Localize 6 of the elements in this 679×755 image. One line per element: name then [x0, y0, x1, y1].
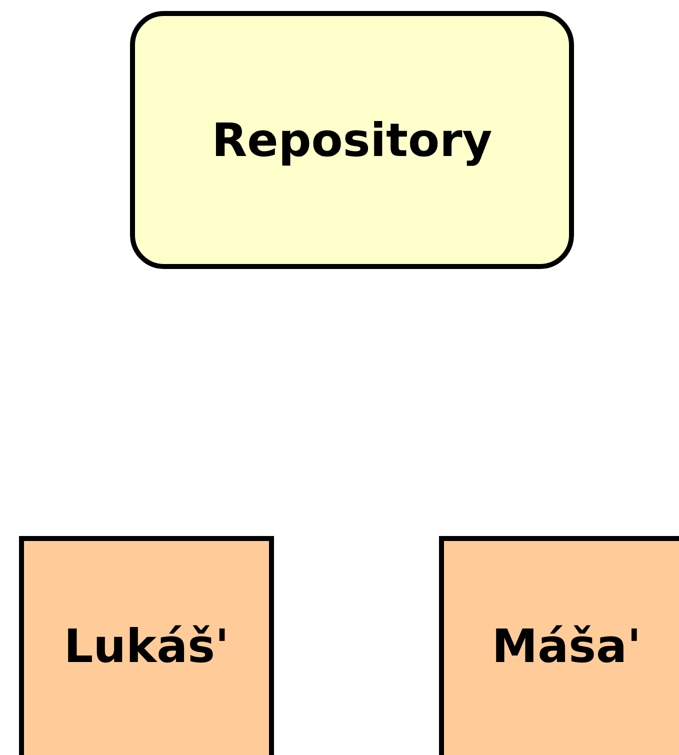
square-box: [439, 536, 679, 755]
node-label: Máša': [492, 618, 642, 672]
square-box: [19, 536, 274, 755]
rounded-box: [130, 11, 574, 269]
node-label: Lukáš': [64, 618, 230, 672]
node-label: Repository: [212, 113, 492, 167]
